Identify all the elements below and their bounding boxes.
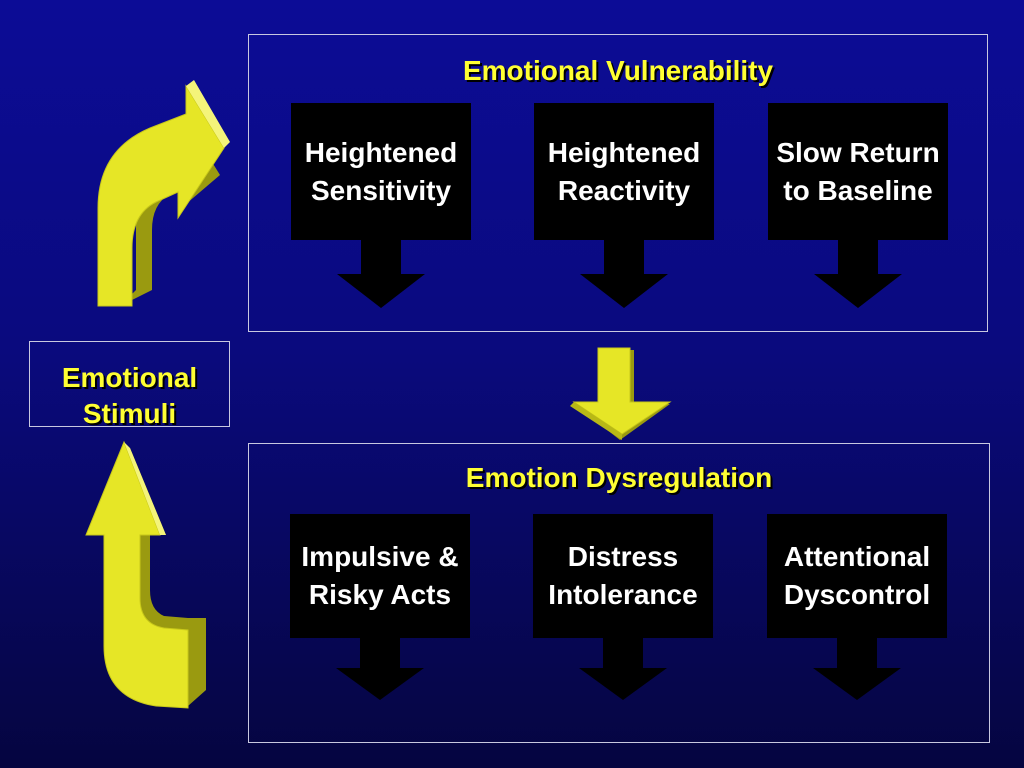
distress-intolerance-box: Distress Intolerance bbox=[533, 514, 713, 704]
box-fill bbox=[767, 514, 947, 638]
down-arrow-icon bbox=[336, 638, 424, 700]
down-arrow-icon bbox=[814, 240, 902, 308]
box-label-line-2: Dyscontrol bbox=[783, 579, 931, 610]
box-label: Impulsive & Risky Acts bbox=[270, 538, 490, 614]
stimuli-line-1: Emotional bbox=[61, 362, 198, 393]
box-label-line-1: Heightened bbox=[304, 137, 458, 168]
box-label: Heightened Sensitivity bbox=[271, 134, 491, 210]
box-label-line-1: Attentional bbox=[783, 541, 931, 572]
curved-arrow-to-vulnerability-icon bbox=[97, 80, 230, 307]
box-fill bbox=[533, 514, 713, 638]
heightened-sensitivity-box: Heightened Sensitivity bbox=[291, 103, 471, 308]
emotional-vulnerability-panel: Emotional Vulnerability Heightened Sensi… bbox=[248, 34, 988, 332]
box-label-line-1: Heightened bbox=[547, 137, 701, 168]
box-label-line-1: Slow Return bbox=[776, 137, 940, 168]
impulsive-risky-acts-box: Impulsive & Risky Acts bbox=[290, 514, 470, 704]
box-label: Heightened Reactivity bbox=[514, 134, 734, 210]
down-arrow-icon bbox=[813, 638, 901, 700]
box-label: Attentional Dyscontrol bbox=[747, 538, 967, 614]
box-label: Slow Return to Baseline bbox=[748, 134, 968, 210]
emotional-stimuli-box: Emotional Stimuli bbox=[29, 341, 230, 429]
box-label-line-1: Impulsive & bbox=[301, 541, 459, 572]
box-label-line-2: to Baseline bbox=[783, 175, 933, 206]
stimuli-line-2: Stimuli bbox=[82, 398, 177, 429]
down-arrow-icon bbox=[580, 240, 668, 308]
emotional-vulnerability-title: Emotional Vulnerability bbox=[462, 55, 774, 86]
box-label-line-2: Risky Acts bbox=[308, 579, 452, 610]
box-fill bbox=[290, 514, 470, 638]
emotion-dysregulation-title: Emotion Dysregulation bbox=[465, 462, 773, 493]
down-arrow-icon bbox=[579, 638, 667, 700]
box-label: Distress Intolerance bbox=[513, 538, 733, 614]
slow-return-to-baseline-box: Slow Return to Baseline bbox=[768, 103, 948, 308]
down-arrow-icon bbox=[337, 240, 425, 308]
emotional-stimuli-label: Emotional Stimuli bbox=[30, 360, 229, 432]
box-fill bbox=[768, 103, 948, 240]
emotion-dysregulation-panel: Emotion Dysregulation Impulsive & Risky … bbox=[248, 443, 990, 743]
box-label-line-2: Intolerance bbox=[548, 579, 698, 610]
box-fill bbox=[291, 103, 471, 240]
box-fill bbox=[534, 103, 714, 240]
attentional-dyscontrol-box: Attentional Dyscontrol bbox=[767, 514, 947, 704]
box-label-line-2: Sensitivity bbox=[310, 175, 452, 206]
curved-arrow-to-stimuli-icon bbox=[85, 440, 206, 709]
yellow-down-arrow-icon bbox=[570, 347, 672, 440]
box-label-line-1: Distress bbox=[567, 541, 679, 572]
box-label-line-2: Reactivity bbox=[557, 175, 691, 206]
heightened-reactivity-box: Heightened Reactivity bbox=[534, 103, 714, 308]
